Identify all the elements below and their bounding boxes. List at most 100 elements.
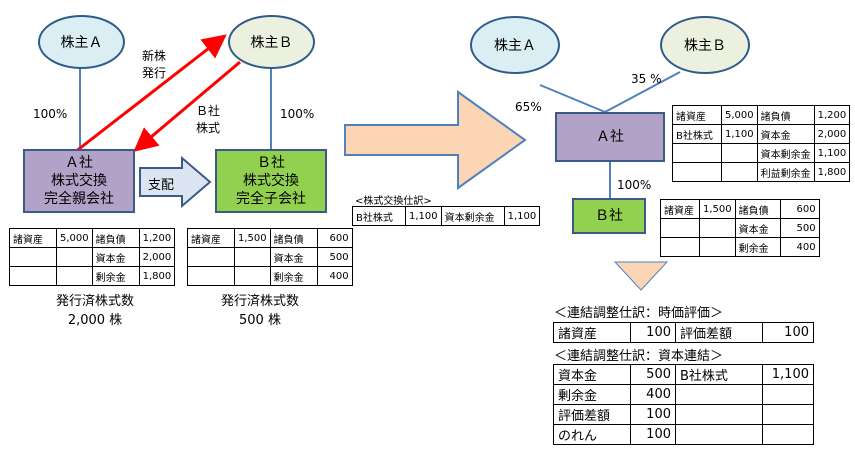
issued-b-line1: 発行済株式数 <box>220 294 299 309</box>
b-shares-label: Ｂ社 株式 <box>196 103 220 137</box>
cell: 諸負債 <box>734 199 781 219</box>
down-arrow <box>613 261 669 291</box>
cell: 1,800 <box>813 162 851 182</box>
cell: 1,500 <box>699 199 736 219</box>
cell: 諸負債 <box>269 228 318 248</box>
table-row: 資本金 500 B社株式 1,100 <box>553 364 814 385</box>
cell: 評価差額 <box>553 404 631 425</box>
cell <box>762 424 814 445</box>
cell <box>699 237 736 257</box>
cell <box>660 218 700 238</box>
cell: 剰余金 <box>553 384 631 405</box>
cell <box>762 384 814 405</box>
table-row: 剰余金 400 <box>660 237 820 257</box>
cell: 500 <box>316 247 353 267</box>
right-pct-ab-label: 100% <box>617 178 652 192</box>
cell: 400 <box>779 237 820 257</box>
cell: 資本金 <box>756 124 815 144</box>
cell <box>660 237 700 257</box>
company-a-line2: 株式交換 <box>51 173 107 189</box>
table-row: 利益剰余金 1,800 <box>672 162 851 182</box>
journal-title: <株式交換仕訳> <box>355 196 432 207</box>
cell: B社株式 <box>672 124 722 144</box>
right-company-a-name: Ａ社 <box>596 129 624 145</box>
issued-a-label: 発行済株式数 2,000 株 <box>40 292 150 330</box>
cell: 5,000 <box>56 228 93 248</box>
cell: 資本剰余金 <box>756 143 815 163</box>
journal-table: B社株式 1,100 資本剰余金 1,100 <box>352 206 541 226</box>
cell: 2,000 <box>138 247 176 267</box>
table-row: 諸資産 1,500 諸負債 600 <box>660 199 820 219</box>
consolidation-title-2: ＜連結調整仕訳：資本連結＞ <box>554 349 724 364</box>
consolidation-table-2: 資本金 500 B社株式 1,100 剰余金 400 評価差額 100 のれん … <box>553 364 814 445</box>
cell: 諸資産 <box>9 228 57 248</box>
table-row: 資本剰余金 1,100 <box>672 143 851 163</box>
cell <box>721 143 758 163</box>
company-b-name: Ｂ社 <box>257 155 285 171</box>
company-a-name: Ａ社 <box>65 155 93 171</box>
table-row: 諸資産 1,500 諸負債 600 <box>187 228 353 248</box>
table-row: 評価差額 100 <box>553 404 814 425</box>
cell: 資本金 <box>734 218 781 238</box>
cell: 1,200 <box>813 105 851 125</box>
cell: 100 <box>630 424 676 445</box>
bs-table-a: 諸資産 5,000 諸負債 1,200 資本金 2,000 剰余金 1,800 <box>9 228 176 286</box>
line-right-a <box>539 84 606 113</box>
cell: 1,100 <box>405 206 442 226</box>
new-shares-line2: 発行 <box>142 66 167 80</box>
cell <box>9 247 57 267</box>
table-row: 資本金 2,000 <box>9 247 176 267</box>
new-shares-label: 新株 発行 <box>142 48 166 82</box>
company-b-line3: 完全子会社 <box>236 191 306 207</box>
table-row: 資本金 500 <box>187 247 353 267</box>
table-row: 剰余金 1,800 <box>9 266 176 286</box>
cell: 400 <box>316 266 353 286</box>
cell <box>672 143 722 163</box>
cell <box>675 384 763 405</box>
cell <box>672 162 722 182</box>
consolidation-title-1: ＜連結調整仕訳：時価評価＞ <box>554 306 724 321</box>
company-b-box: Ｂ社 株式交換 完全子会社 <box>215 149 327 213</box>
cell: 1,100 <box>503 206 541 226</box>
cell: B社株式 <box>352 206 406 226</box>
cell: B社株式 <box>675 364 763 385</box>
cell: 1,500 <box>234 228 271 248</box>
issued-a-line1: 発行済株式数 <box>55 294 134 309</box>
pct-a-label: 100% <box>33 107 68 121</box>
table-row: 資本金 500 <box>660 218 820 238</box>
cell: 1,100 <box>813 143 851 163</box>
cell <box>187 247 235 267</box>
right-shareholder-a-label: 株主Ａ <box>494 38 536 54</box>
new-shares-line1: 新株 <box>142 49 167 63</box>
cell <box>187 266 235 286</box>
cell: 600 <box>316 228 353 248</box>
table-row: 諸資産 100 評価差額 100 <box>553 322 814 343</box>
cell: 100 <box>630 404 676 425</box>
cell: 400 <box>630 384 676 405</box>
cell: 100 <box>630 322 676 343</box>
cell: 1,800 <box>138 266 176 286</box>
red-arrow-b-shares <box>133 60 241 152</box>
cell: 資本剰余金 <box>440 206 505 226</box>
line-right-b <box>604 71 681 113</box>
cell: 資本金 <box>553 364 631 385</box>
cell: 1,100 <box>762 364 814 385</box>
bs-table-b: 諸資産 1,500 諸負債 600 資本金 500 剰余金 400 <box>187 228 353 286</box>
issued-b-line2: 500 株 <box>239 313 281 328</box>
table-row: 諸資産 5,000 諸負債 1,200 <box>9 228 176 248</box>
b-shares-line2: 株式 <box>196 121 221 135</box>
cell: 2,000 <box>813 124 851 144</box>
cell: 評価差額 <box>675 322 763 343</box>
cell: 5,000 <box>721 105 758 125</box>
shareholder-a-label: 株主Ａ <box>60 35 103 51</box>
shareholder-a-ellipse: 株主Ａ <box>38 15 125 69</box>
consolidation-table-1: 諸資産 100 評価差額 100 <box>553 322 814 343</box>
cell <box>675 424 763 445</box>
cell: 100 <box>762 322 814 343</box>
shareholder-b-label: 株主Ｂ <box>250 35 293 51</box>
b-shares-line1: Ｂ社 <box>196 104 221 118</box>
table-row: 剰余金 400 <box>553 384 814 405</box>
cell: 500 <box>630 364 676 385</box>
right-company-b-name: Ｂ社 <box>595 208 623 224</box>
